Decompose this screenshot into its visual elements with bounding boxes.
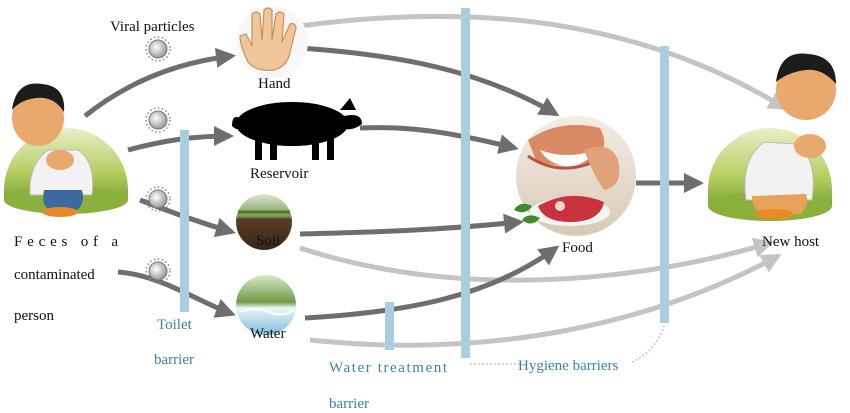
water-treatment-barrier-bar <box>385 302 394 350</box>
arrow-soil-to-new-host <box>299 238 774 283</box>
food-label: Food <box>562 240 593 256</box>
arrow-source-to-water <box>117 269 236 318</box>
virus-icon <box>145 258 171 284</box>
arrow-hand-to-food <box>299 45 560 117</box>
soil-icon <box>236 194 292 250</box>
arrow-reservoir-to-food <box>359 125 519 154</box>
pig-icon <box>232 98 362 160</box>
hygiene-barrier-bar-1 <box>461 8 470 358</box>
water-treatment-label-line2: barrier <box>329 396 369 412</box>
source-label-line3: person <box>14 308 54 324</box>
new-host-label: New host <box>762 234 820 250</box>
barrier-labels: Toilet barrier Water treatment barrier H… <box>154 317 619 412</box>
water-icon <box>236 275 296 335</box>
source-label-line1: Feces of a <box>14 234 118 250</box>
toilet-barrier-label-line1: Toilet <box>157 317 193 333</box>
toilet-barrier-label-line2: barrier <box>154 352 194 368</box>
arrow-water-to-food <box>304 245 560 321</box>
new-host-illustration <box>708 53 836 221</box>
viral-particles-label: Viral particles <box>110 19 195 35</box>
virus-icon <box>145 107 171 133</box>
hygiene-barriers-label: Hygiene barriers <box>518 358 619 374</box>
water-label: Water <box>250 326 285 342</box>
node-labels: Viral particles Hand Reservoir Soil Wate… <box>14 19 820 342</box>
arrow-soil-to-food <box>299 213 524 237</box>
hygiene-barrier-bar-2 <box>660 46 669 323</box>
virus-icon <box>145 36 171 62</box>
soil-label: Soil <box>256 233 280 249</box>
reservoir-label: Reservoir <box>250 166 308 182</box>
arrow-source-to-hand <box>83 47 236 118</box>
hand-icon <box>236 6 308 78</box>
toilet-barrier-bar <box>180 130 189 312</box>
arrow-source-to-reservoir <box>127 126 234 153</box>
barriers <box>180 8 669 365</box>
hygiene-connector-2 <box>631 325 665 363</box>
virus-icon <box>145 186 171 212</box>
food-illustration <box>514 116 636 236</box>
contaminated-person-illustration <box>4 83 128 217</box>
hand-label: Hand <box>258 76 291 92</box>
arrow-hand-to-new-host <box>299 13 789 111</box>
source-label-line2: contaminated <box>14 267 95 283</box>
viral-particles <box>145 36 171 284</box>
water-treatment-label-line1: Water treatment <box>329 360 448 376</box>
